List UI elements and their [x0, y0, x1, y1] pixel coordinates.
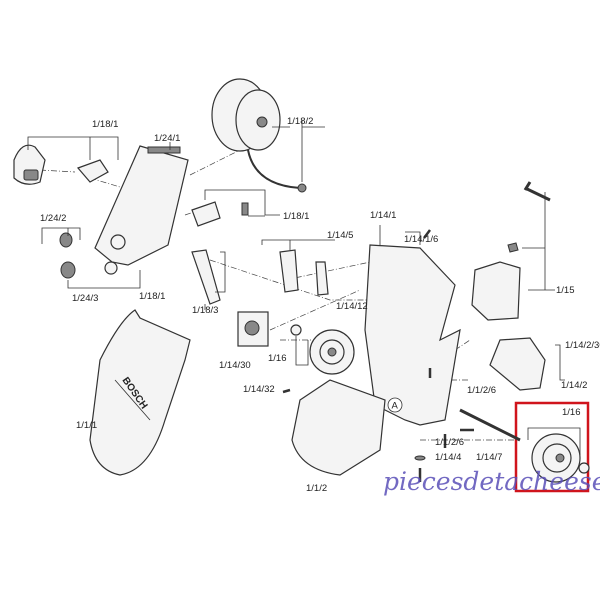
- part-labels: 1/18/1 1/24/1 1/18/2 1/24/2 1/18/1 1/24/…: [40, 116, 600, 494]
- part-main-housing: [291, 225, 461, 476]
- label-1-14-1-6: 1/14/1/6: [404, 234, 438, 245]
- label-1-18-3: 1/18/3: [192, 305, 218, 316]
- part-pads: [261, 239, 335, 296]
- label-1-24-1: 1/24/1: [154, 133, 180, 144]
- label-1-14-30: 1/14/30: [219, 360, 251, 371]
- part-knobs: [41, 227, 141, 289]
- label-1-1-2-6: 1/1/2/6: [467, 385, 496, 396]
- label-1-14-4: 1/14/4: [435, 452, 461, 463]
- part-screws: [282, 229, 474, 482]
- label-1-14-7: 1/14/7: [476, 452, 502, 463]
- label-1-1-2: 1/1/2: [306, 483, 327, 494]
- svg-text:A: A: [392, 401, 399, 412]
- label-1-16-highlighted: 1/16: [562, 407, 581, 418]
- part-reel-hub-crank: [191, 189, 280, 310]
- label-1-18-1: 1/18/1: [283, 211, 309, 222]
- label-1-16: 1/16: [268, 353, 287, 364]
- label-1-14-2-30: 1/14/2/30: [565, 340, 600, 351]
- part-wheel-left: [295, 329, 355, 375]
- label-1-1-2-6: 1/1/2/6: [435, 437, 464, 448]
- callout-a: A: [387, 397, 403, 413]
- label-1-24-3: 1/24/3: [72, 293, 98, 304]
- label-1-14-12: 1/14/12: [336, 301, 368, 312]
- label-1-18-2: 1/18/2: [287, 116, 313, 127]
- part-hose-hook: [13, 136, 119, 185]
- highlighted-wheel-1-16: [459, 401, 590, 493]
- part-water-tank: [471, 181, 555, 321]
- label-1-18-1: 1/18/1: [139, 291, 165, 302]
- label-1-18-1: 1/18/1: [92, 119, 118, 130]
- label-1-14-32: 1/14/32: [243, 384, 275, 395]
- part-motor-cover: [489, 337, 565, 391]
- highlight-box: [514, 401, 590, 493]
- label-1-1-1: 1/1/1: [76, 420, 97, 431]
- part-front-cover: BOSCH: [89, 309, 191, 476]
- label-1-14-2: 1/14/2: [561, 380, 587, 391]
- part-front-panel: [94, 142, 189, 275]
- part-switch-box: [237, 311, 302, 347]
- label-1-24-2: 1/24/2: [40, 213, 66, 224]
- watermark: piecesdetacheeselec.com: [383, 467, 600, 496]
- label-1-15: 1/15: [556, 285, 575, 296]
- label-1-14-5: 1/14/5: [327, 230, 353, 241]
- label-1-14-1: 1/14/1: [370, 210, 396, 221]
- part-hose-reel: [211, 78, 325, 193]
